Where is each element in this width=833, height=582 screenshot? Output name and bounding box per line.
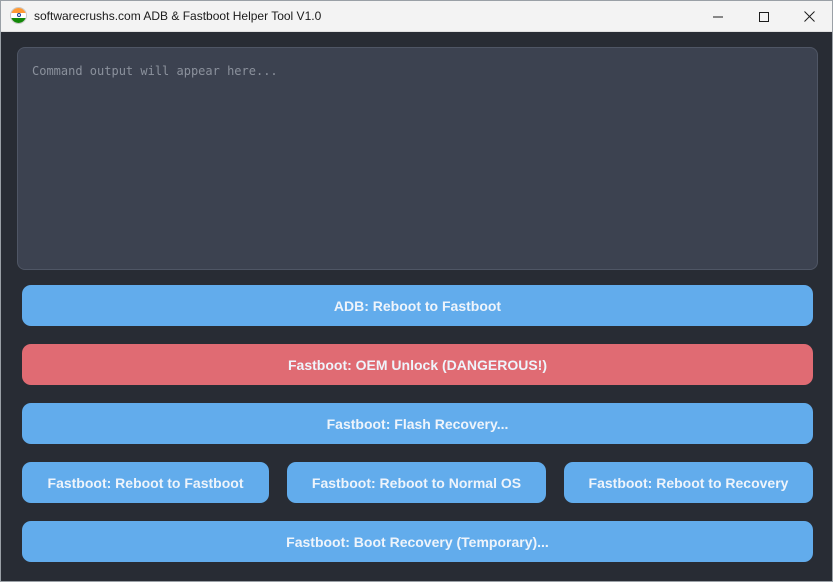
close-button[interactable]: [786, 1, 832, 32]
close-icon: [803, 11, 815, 22]
minimize-button[interactable]: [695, 1, 741, 32]
window-title: softwarecrushs.com ADB & Fastboot Helper…: [34, 9, 322, 23]
flash-recovery-button[interactable]: Fastboot: Flash Recovery...: [22, 403, 813, 444]
india-flag-icon: [10, 7, 27, 24]
fastboot-reboot-fastboot-button[interactable]: Fastboot: Reboot to Fastboot: [22, 462, 269, 503]
minimize-icon: [713, 16, 723, 17]
title-bar[interactable]: softwarecrushs.com ADB & Fastboot Helper…: [1, 1, 832, 32]
command-output-area[interactable]: Command output will appear here...: [17, 47, 818, 270]
boot-recovery-button[interactable]: Fastboot: Boot Recovery (Temporary)...: [22, 521, 813, 562]
maximize-button[interactable]: [741, 1, 787, 32]
oem-unlock-button[interactable]: Fastboot: OEM Unlock (DANGEROUS!): [22, 344, 813, 385]
fastboot-reboot-os-button[interactable]: Fastboot: Reboot to Normal OS: [287, 462, 546, 503]
adb-reboot-fastboot-button[interactable]: ADB: Reboot to Fastboot: [22, 285, 813, 326]
fastboot-reboot-recovery-button[interactable]: Fastboot: Reboot to Recovery: [564, 462, 813, 503]
output-placeholder: Command output will appear here...: [32, 64, 278, 78]
maximize-icon: [759, 11, 769, 22]
